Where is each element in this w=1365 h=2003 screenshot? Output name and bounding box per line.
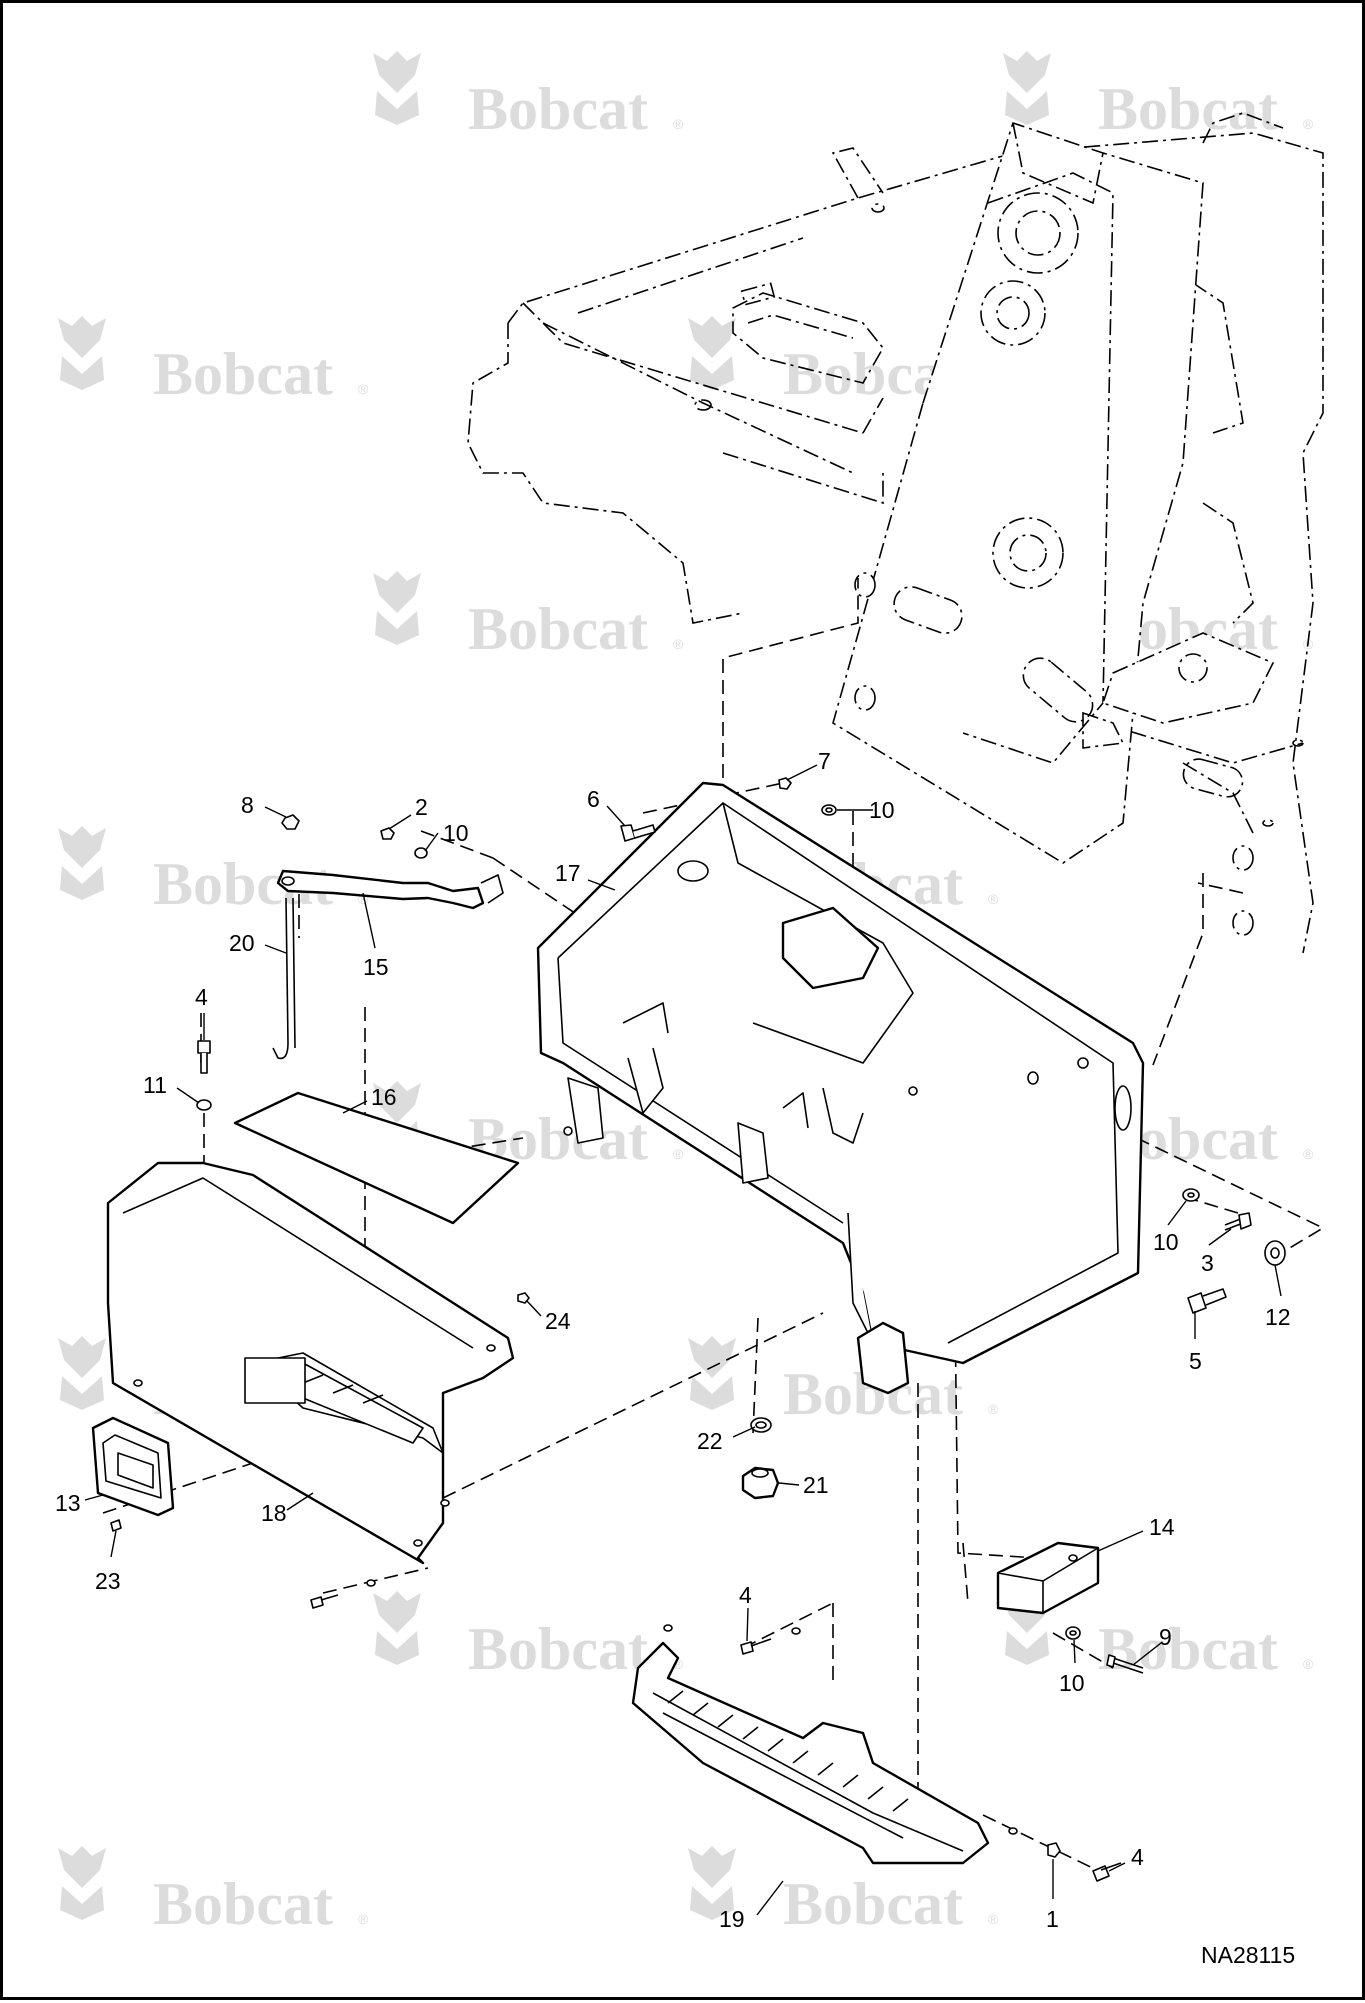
- callout-labels: 8 2 10 20 15 6 7 10 17 4 11 16 10 3 12 5…: [55, 748, 1291, 1932]
- callout-13: 13: [55, 1490, 81, 1516]
- watermark-text: Bobcat: [153, 341, 333, 407]
- watermark: Bobcat ®: [58, 316, 369, 407]
- watermark: Bobcat ®: [1003, 51, 1314, 142]
- watermark-mark: ®: [1303, 1146, 1314, 1162]
- watermark-mark: ®: [358, 381, 369, 397]
- callout-5: 5: [1189, 1348, 1202, 1374]
- watermark-mark: ®: [673, 636, 684, 652]
- callout-1: 1: [1046, 1906, 1059, 1932]
- watermark: Bobcat ®: [688, 1846, 999, 1937]
- callout-4: 4: [739, 1582, 752, 1608]
- callout-24: 24: [545, 1308, 571, 1334]
- callout-17: 17: [555, 860, 581, 886]
- watermark: Bobcat®: [58, 826, 369, 917]
- watermark: Bobcat ®: [373, 1591, 684, 1682]
- watermark: Bobcat ®: [1003, 1591, 1314, 1682]
- part-spacer-block: [996, 1541, 1100, 1615]
- machine-frame-phantom: [467, 112, 1324, 954]
- callout-11: 11: [143, 1072, 167, 1098]
- callout-10: 10: [443, 820, 469, 846]
- watermark-text: Bobcat: [153, 1871, 333, 1937]
- part-handle: [91, 1416, 175, 1517]
- watermark-text: Bobcat: [468, 1616, 648, 1682]
- callout-18: 18: [261, 1500, 287, 1526]
- part-battery-box: [536, 781, 1145, 1395]
- part-j-bolt: [272, 897, 296, 1060]
- watermark-mark: ®: [358, 891, 369, 907]
- callout-23: 23: [95, 1568, 121, 1594]
- callout-14: 14: [1149, 1514, 1175, 1540]
- callout-16: 16: [371, 1084, 397, 1110]
- watermark-text: Bobcat: [783, 1871, 963, 1937]
- callout-9: 9: [1159, 1624, 1172, 1650]
- callout-19: 19: [719, 1906, 745, 1932]
- callout-21: 21: [803, 1472, 829, 1498]
- watermark: Bobcat ®: [373, 51, 684, 142]
- watermark-text: Bobcat: [468, 596, 648, 662]
- callout-2: 2: [415, 794, 428, 820]
- part-battery-cover: [106, 1161, 515, 1565]
- callout-4: 4: [1131, 1844, 1144, 1870]
- part-hold-down-strap: [276, 869, 504, 910]
- watermark: Bobcat ®: [373, 571, 684, 662]
- callout-20: 20: [229, 930, 255, 956]
- watermark: Bobcat ®: [58, 1846, 369, 1937]
- hardware: [110, 777, 1286, 1882]
- callout-15: 15: [363, 954, 389, 980]
- watermark-mark: ®: [673, 1146, 684, 1162]
- watermark-text: Bobcat: [1098, 76, 1278, 142]
- callout-6: 6: [587, 786, 600, 812]
- watermark-mark: ®: [988, 1401, 999, 1417]
- callout-22: 22: [697, 1428, 723, 1454]
- part-step: [631, 1624, 990, 1865]
- callout-4: 4: [195, 984, 208, 1010]
- watermark-mark: ®: [673, 116, 684, 132]
- callout-10: 10: [1059, 1670, 1085, 1696]
- callout-12: 12: [1265, 1304, 1291, 1330]
- leader-lines: [84, 764, 1282, 1916]
- watermark-mark: ®: [988, 1911, 999, 1927]
- watermark-text: Bobcat: [468, 76, 648, 142]
- drawing-id: NA28115: [1201, 1942, 1295, 1968]
- watermark-text: Bobcat: [1098, 1616, 1278, 1682]
- callout-8: 8: [241, 792, 254, 818]
- callout-7: 7: [818, 748, 831, 774]
- callout-10: 10: [1153, 1229, 1179, 1255]
- watermark-mark: ®: [1303, 116, 1314, 132]
- watermark-mark: ®: [358, 1911, 369, 1927]
- parts-diagram: Bobcat® Bobcat® Bobcat® Bobcat® Bobcat® …: [55, 51, 1325, 1968]
- watermark-mark: ®: [673, 1656, 684, 1672]
- watermark-mark: ®: [1303, 1656, 1314, 1672]
- callout-10: 10: [869, 797, 895, 823]
- part-pad: [233, 1091, 520, 1225]
- callout-3: 3: [1201, 1250, 1214, 1276]
- watermark-mark: ®: [988, 891, 999, 907]
